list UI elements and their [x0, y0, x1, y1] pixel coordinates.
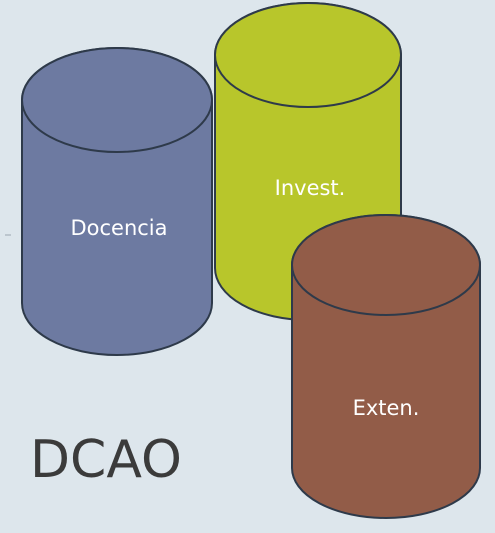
- cylinder-invest-label: Invest.: [275, 176, 346, 200]
- cylinder-exten: Exten.: [291, 214, 481, 519]
- cylinder-exten-top: [291, 214, 481, 316]
- diagram-title: DCAO: [30, 430, 182, 490]
- cylinder-docencia-top: [21, 47, 213, 153]
- cylinder-exten-label: Exten.: [353, 396, 420, 420]
- cylinder-invest-top: [214, 2, 402, 108]
- cylinder-docencia-label: Docencia: [70, 216, 167, 240]
- cylinder-docencia: Docencia: [21, 47, 213, 356]
